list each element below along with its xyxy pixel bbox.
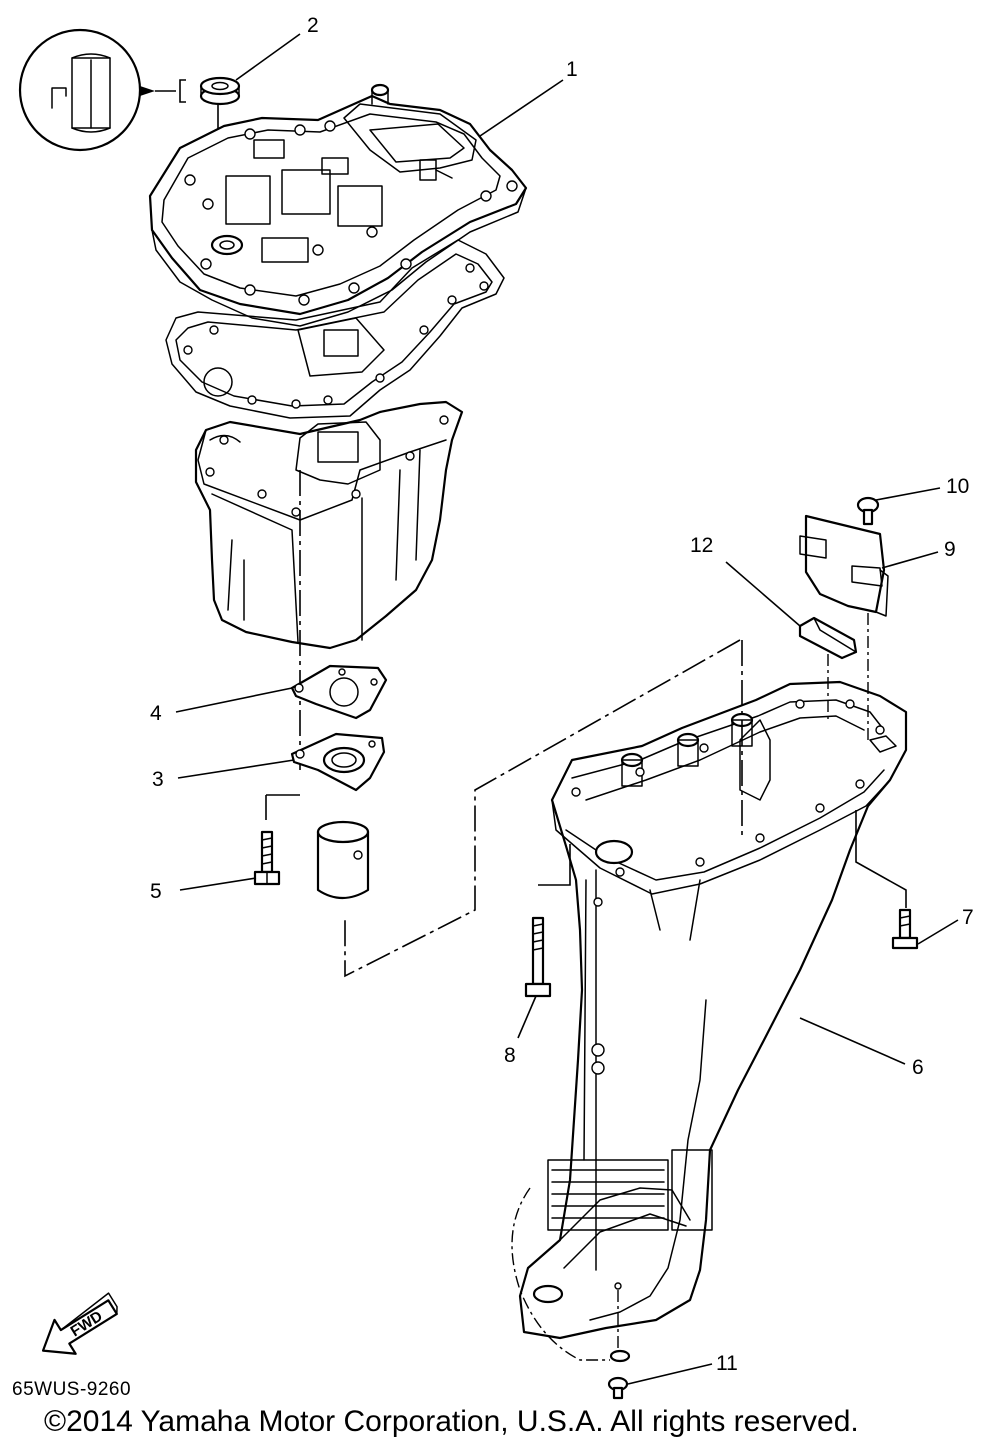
callout-5: 5	[150, 880, 162, 903]
callout-7: 7	[962, 906, 974, 929]
part-11-screw	[607, 1349, 631, 1400]
part-8-bolt	[524, 916, 552, 998]
part-3-exhaust-guide	[290, 732, 386, 900]
callout-labels: 2 1 10 9 12 4 3 5 7 8 6 11	[150, 14, 974, 1375]
part-10-screw	[856, 496, 880, 526]
part-4-gasket	[290, 664, 388, 720]
leader-lines	[175, 33, 959, 1385]
gasket	[165, 239, 505, 419]
oil-pan	[194, 400, 464, 650]
callout-9: 9	[944, 538, 956, 561]
part-6-upper-casing	[518, 680, 908, 1340]
callout-4: 4	[150, 702, 162, 725]
part-5-bolt	[253, 794, 300, 886]
callout-8: 8	[504, 1044, 516, 1067]
detail-inset	[18, 28, 186, 152]
callout-12: 12	[690, 534, 713, 557]
callout-6: 6	[912, 1056, 924, 1079]
part-7-bolt	[891, 908, 919, 950]
part-9-bracket	[799, 514, 889, 617]
callout-3: 3	[152, 768, 164, 791]
copyright-notice: ©2014 Yamaha Motor Corporation, U.S.A. A…	[44, 1405, 859, 1438]
callout-1: 1	[566, 58, 578, 81]
fwd-arrow-icon: FWD	[41, 1292, 118, 1355]
part-12-clip	[798, 616, 858, 660]
callout-11: 11	[716, 1352, 738, 1375]
callout-2: 2	[307, 14, 319, 37]
part-1-upper-casing	[148, 83, 528, 327]
diagram-code: 65WUS-9260	[12, 1379, 132, 1400]
callout-10: 10	[946, 475, 969, 498]
